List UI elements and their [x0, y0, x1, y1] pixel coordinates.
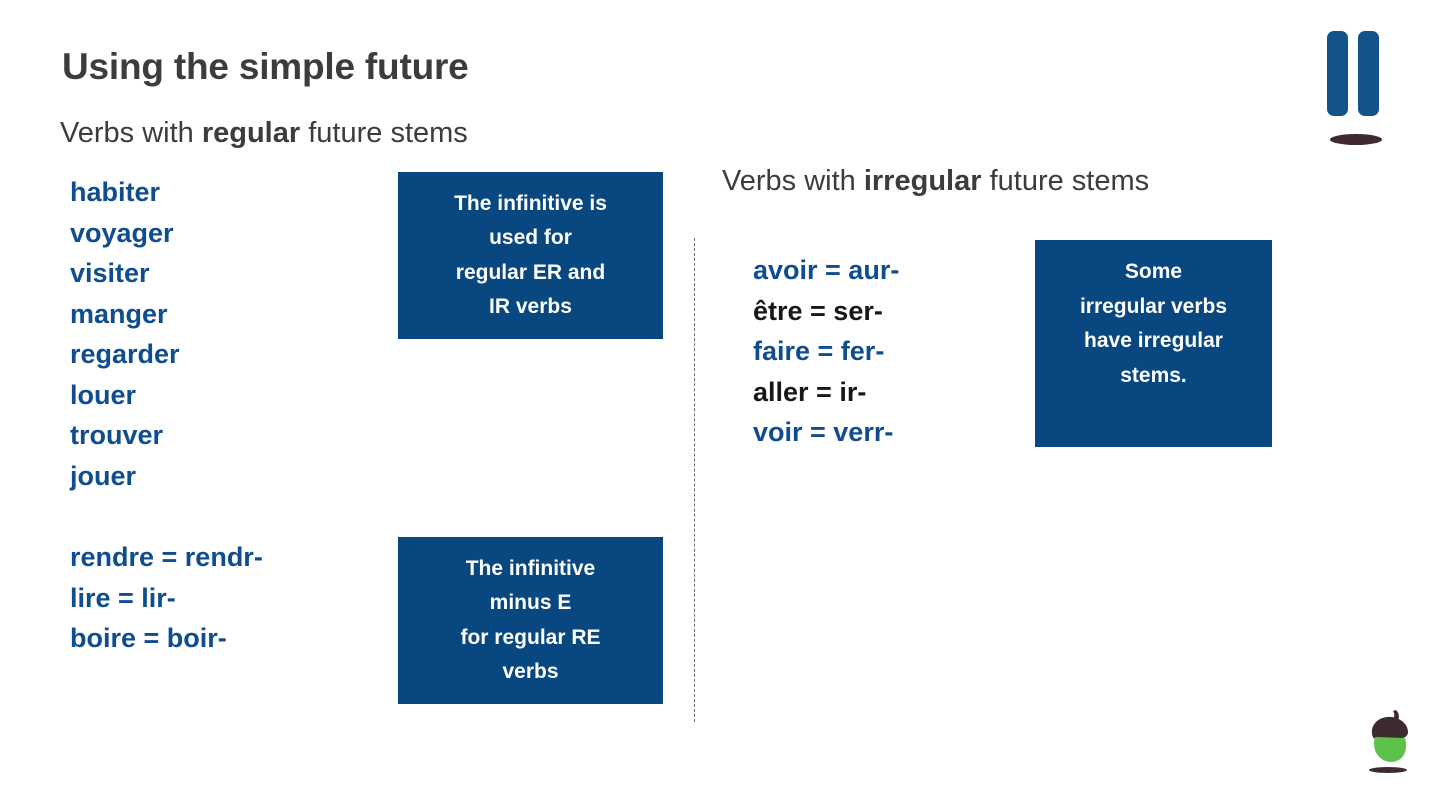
right-subtitle-suffix: future stems	[981, 165, 1150, 197]
callout-line: verbs	[502, 660, 559, 683]
list-item: voir = verr-	[753, 417, 894, 447]
list-item: visiter	[70, 258, 150, 288]
list-item: voyager	[70, 217, 174, 248]
list-item: habiter	[70, 177, 161, 207]
list-item: avoir = aur-	[753, 255, 900, 285]
list-item: rendre = rendr-	[70, 542, 263, 572]
right-column-subtitle: Verbs with irregular future stems	[722, 165, 1149, 198]
left-subtitle-suffix: future stems	[300, 117, 468, 149]
list-item: faire = fer-	[753, 336, 885, 366]
acorn-icon	[1360, 708, 1422, 778]
callout-line: irregular verbs	[1079, 294, 1228, 318]
callout-text-wrapper: The infinitive minus E for regular RE ve…	[460, 552, 600, 690]
callout-line: for regular RE	[460, 625, 601, 649]
callout-text-wrapper: Some irregular verbs have irregular stem…	[1080, 255, 1227, 393]
callout-box-re: The infinitive minus E for regular RE ve…	[398, 537, 663, 704]
column-divider	[694, 238, 695, 722]
list-item: boire = boir-	[70, 623, 227, 653]
list-item: lire = lir-	[70, 582, 176, 613]
callout-box-irregular: Some irregular verbs have irregular stem…	[1035, 240, 1272, 447]
acorn-shadow	[1369, 767, 1407, 773]
list-item: être = ser-	[753, 295, 883, 326]
regular-re-verb-list: rendre = rendr- lire = lir- boire = boir…	[70, 537, 263, 659]
quote-bar-left	[1327, 31, 1348, 116]
callout-box-er-ir: The infinitive is used for regular ER an…	[398, 172, 663, 339]
callout-line: The infinitive is	[454, 191, 607, 215]
callout-line: The infinitive	[465, 556, 596, 580]
callout-line: have irregular	[1084, 329, 1223, 352]
callout-line: used for	[489, 226, 572, 249]
callout-line: minus E	[489, 591, 572, 614]
left-subtitle-emphasis: regular	[201, 117, 301, 149]
left-subtitle-prefix: Verbs with	[60, 117, 202, 149]
list-item: regarder	[70, 339, 180, 369]
list-item: aller = ir-	[753, 376, 867, 407]
quote-bar-right	[1358, 31, 1379, 116]
callout-line: IR verbs	[489, 295, 572, 318]
callout-text-wrapper: The infinitive is used for regular ER an…	[454, 187, 607, 325]
irregular-verb-list: avoir = aur- être = ser- faire = fer- al…	[753, 250, 899, 453]
list-item: manger	[70, 298, 168, 329]
regular-er-ir-verb-list: habiter voyager visiter manger regarder …	[70, 172, 180, 496]
list-item: trouver	[70, 420, 164, 450]
page-title: Using the simple future	[62, 46, 469, 87]
right-subtitle-prefix: Verbs with	[722, 165, 864, 197]
quote-bars-icon	[1327, 31, 1393, 156]
callout-line: Some	[1124, 260, 1183, 283]
quote-bars-shadow	[1330, 134, 1382, 145]
list-item: louer	[70, 379, 137, 410]
right-subtitle-emphasis: irregular	[863, 165, 982, 197]
acorn-glyph	[1371, 710, 1408, 762]
callout-line: regular ER and	[455, 260, 606, 284]
callout-line: stems.	[1120, 363, 1187, 387]
list-item: jouer	[70, 460, 137, 491]
left-column-subtitle: Verbs with regular future stems	[60, 117, 468, 150]
